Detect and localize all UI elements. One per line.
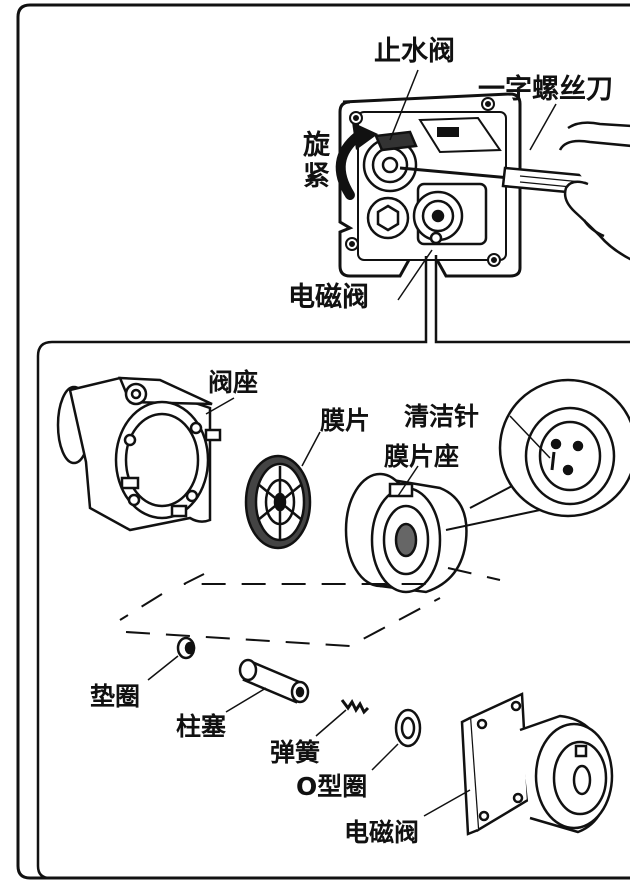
plunger-part [238, 658, 310, 704]
solenoid-on-plate [412, 182, 488, 246]
spring-part [340, 699, 370, 715]
magnifier [445, 378, 630, 531]
bracket [418, 116, 502, 154]
rotate-arrow-icon [335, 122, 378, 200]
label-diaphragm-seat: 膜片座 [384, 442, 460, 471]
label-tighten: 旋紧 [298, 130, 329, 192]
diaphragm-part [244, 454, 312, 550]
hex-nut [366, 196, 410, 240]
label-valve-seat: 阀座 [208, 368, 259, 397]
o-ring-part [394, 708, 422, 748]
label-shutoff-valve: 止水阀 [374, 36, 455, 67]
explode-guide-lines [119, 567, 501, 648]
label-screwdriver: 一字螺丝刀 [478, 74, 613, 105]
valve-seat [56, 376, 222, 532]
label-solenoid-valve-bottom: 电磁阀 [344, 818, 420, 847]
hand-icon [558, 121, 630, 261]
label-cleaning-needle: 清洁针 [404, 402, 480, 431]
gasket-part [176, 636, 196, 660]
solenoid-valve-part [460, 692, 614, 836]
leader-lines-lower [147, 397, 551, 817]
label-plunger: 柱塞 [176, 712, 227, 741]
label-gasket: 垫圈 [90, 682, 141, 711]
label-o-ring: O型圈 [296, 772, 368, 801]
label-diaphragm: 膜片 [320, 406, 371, 435]
label-solenoid-valve-top: 电磁阀 [288, 282, 369, 313]
inset-frame [36, 255, 630, 880]
label-spring: 弹簧 [270, 738, 321, 767]
shutoff-valve [362, 130, 418, 193]
plate-screws [345, 97, 501, 267]
outer-frame [16, 3, 630, 880]
diaphragm-seat-part [344, 472, 468, 594]
